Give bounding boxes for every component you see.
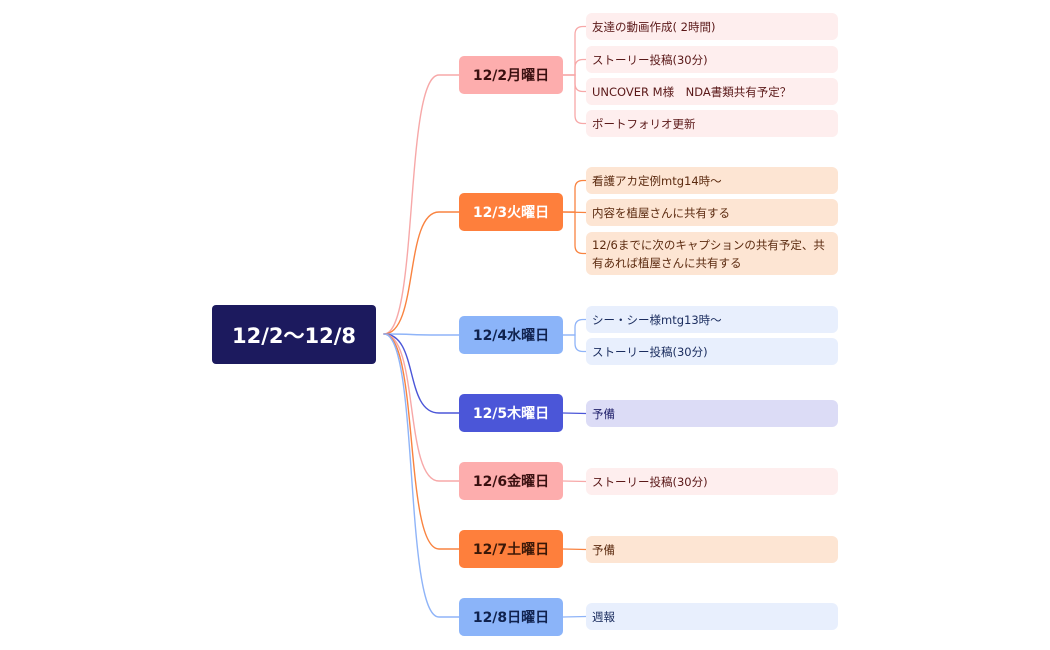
task-item[interactable]: 友達の動画作成( 2時間) [586,13,838,40]
item-connector [562,58,587,76]
day-node[interactable]: 12/8日曜日 [459,598,563,636]
task-item[interactable]: シー・シー様mtg13時〜 [586,306,838,333]
task-item[interactable]: 予備 [586,536,838,563]
task-item[interactable]: ストーリー投稿(30分) [586,468,838,495]
item-connector [562,548,587,551]
task-item[interactable]: 看護アカ定例mtg14時〜 [586,167,838,194]
branch-line [383,333,460,618]
item-connector [562,480,587,483]
branch-line [383,333,460,482]
day-node[interactable]: 12/3火曜日 [459,193,563,231]
day-node[interactable]: 12/5木曜日 [459,394,563,432]
branch-line [383,333,460,550]
task-item[interactable]: ストーリー投稿(30分) [586,46,838,73]
task-item[interactable]: UNCOVER M様 NDA書類共有予定？ [586,78,838,105]
item-connector [562,211,587,255]
task-item[interactable]: 内容を植屋さんに共有する [586,199,838,226]
day-node[interactable]: 12/7土曜日 [459,530,563,568]
day-node[interactable]: 12/6金曜日 [459,462,563,500]
task-item[interactable]: 週報 [586,603,838,630]
item-connector [562,615,587,618]
item-connector [562,25,587,76]
task-item[interactable]: 予備 [586,400,838,427]
item-connector [562,334,587,353]
root-topic[interactable]: 12/2〜12/8 [212,305,376,364]
day-node[interactable]: 12/4水曜日 [459,316,563,354]
item-connector [562,318,587,336]
item-connector [562,179,587,213]
branch-line [383,74,460,335]
branch-line [383,211,460,335]
branch-line [383,333,460,336]
item-connector [562,74,587,125]
item-connector [562,412,587,415]
task-item[interactable]: ポートフォリオ更新 [586,110,838,137]
day-node[interactable]: 12/2月曜日 [459,56,563,94]
task-item[interactable]: 12/6までに次のキャプションの共有予定、共有あれば植屋さんに共有する [586,232,838,275]
task-item[interactable]: ストーリー投稿(30分) [586,338,838,365]
branch-line [383,333,460,414]
